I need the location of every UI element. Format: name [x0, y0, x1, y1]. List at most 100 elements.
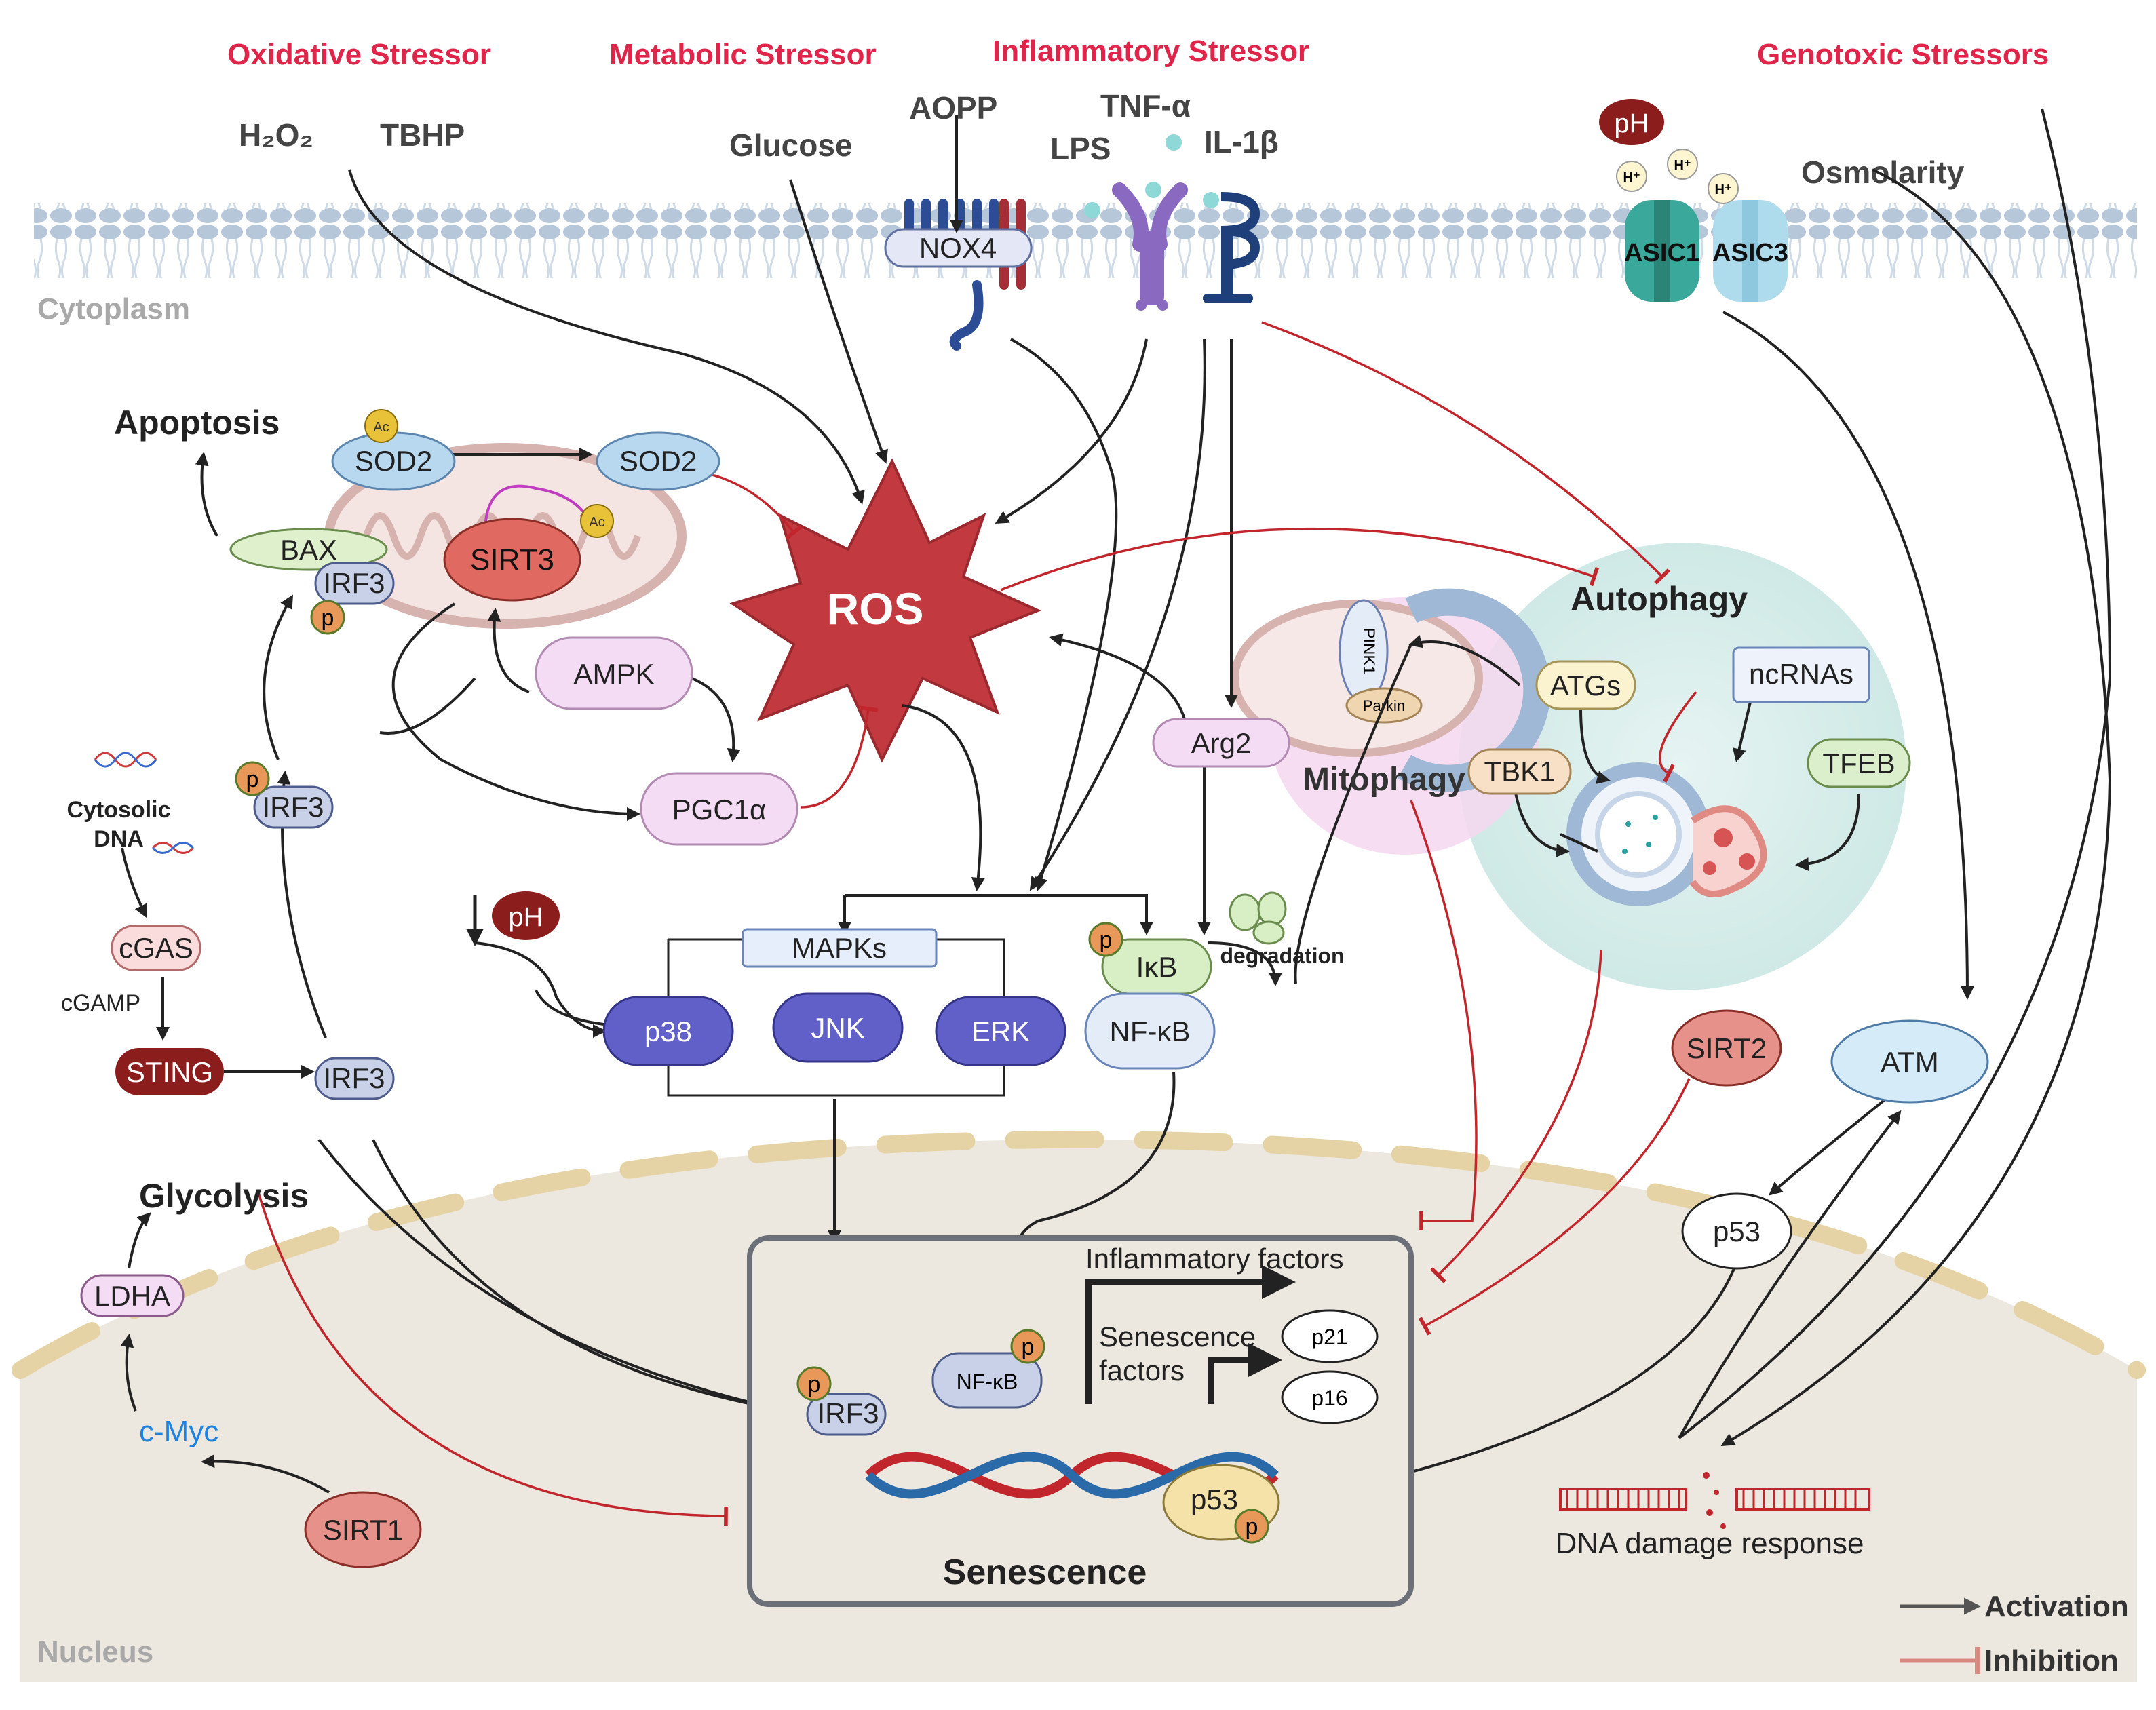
lps-dot-icon [1145, 182, 1161, 198]
irf3-mito-label: IRF3 [323, 567, 385, 599]
h-plus-icon [1616, 161, 1647, 192]
sting-node [115, 1048, 224, 1095]
sod2-acetylated-label: SOD2 [355, 445, 432, 477]
lps-label: LPS [1050, 131, 1111, 166]
degradation-label: degradation [1220, 944, 1344, 968]
pgc1a-node [640, 772, 798, 846]
p38-node [602, 996, 734, 1066]
tnfa-label: TNF-α [1100, 88, 1191, 123]
asic1-label: ASIC1 [1624, 239, 1700, 267]
cgas-node [111, 925, 201, 971]
acetyl-removed-icon [580, 504, 614, 538]
inflammatory-stressor-label: Inflammatory Stressor [993, 35, 1309, 68]
tfeb-node [1807, 738, 1911, 788]
tnf-receptor-icon [1112, 182, 1188, 311]
sirt1-label: SIRT1 [323, 1514, 403, 1546]
bax-node [229, 528, 388, 571]
nuclear-envelope [12, 1130, 2146, 1379]
legend-activation-label: Activation [1984, 1590, 2129, 1623]
ros-burst-icon [729, 458, 1042, 763]
p16-node [1281, 1370, 1379, 1424]
ampk-node [535, 636, 693, 710]
atgs-node [1535, 660, 1636, 710]
activation-arrows [120, 108, 2112, 1507]
ikb-label: IκB [1136, 951, 1178, 983]
senescence-factors-label-line2: factors [1099, 1355, 1185, 1386]
h-plus-icon [1667, 149, 1698, 180]
irf3-nuclear-label: IRF3 [817, 1397, 879, 1429]
phospho-icon [310, 600, 345, 635]
senescence-factors-promoter-icon [1208, 1343, 1282, 1404]
phospho-label: p [1022, 1334, 1035, 1360]
irf3-phospho-label: IRF3 [262, 791, 324, 823]
p21-node [1281, 1309, 1379, 1363]
il1-receptor-icon [1203, 192, 1260, 303]
sirt3-node [443, 518, 581, 602]
nfkb-nuclear-label: NF-κB [957, 1369, 1018, 1394]
h-plus-label: H⁺ [1715, 182, 1732, 197]
oxidative-stressor-label: Oxidative Stressor [227, 38, 491, 71]
atm-node [1830, 1019, 1989, 1104]
aopp-label: AOPP [909, 90, 997, 125]
phagophore-icon [1397, 588, 1551, 792]
tbhp-label: TBHP [380, 117, 465, 153]
ph-top-badge [1599, 99, 1664, 145]
p53-nuclear-label: p53 [1191, 1483, 1238, 1515]
mapks-label: MAPKs [792, 932, 887, 964]
phospho-label: p [322, 605, 334, 631]
erk-node [935, 996, 1066, 1066]
atm-label: ATM [1881, 1046, 1939, 1078]
dna-damage-label: DNA damage response [1556, 1527, 1864, 1560]
arg2-label: Arg2 [1191, 727, 1252, 759]
glucose-label: Glucose [729, 128, 853, 163]
autolysosome-icon [1566, 762, 1767, 906]
apoptosis-label: Apoptosis [114, 404, 280, 442]
phospho-label: p [246, 766, 259, 792]
p53-node [1681, 1192, 1792, 1270]
p53-label: p53 [1713, 1216, 1760, 1247]
bax-label: BAX [280, 534, 337, 566]
jnk-node [772, 992, 904, 1063]
phospho-icon [1234, 1509, 1269, 1544]
degradation-icon [1229, 891, 1287, 945]
jnk-label: JNK [811, 1012, 864, 1044]
ph-mid-badge [492, 891, 560, 940]
irf3-phospho-node [253, 785, 334, 829]
phospho-label: p [1100, 927, 1113, 953]
mapks-node [742, 928, 938, 968]
asic3-label: ASIC3 [1712, 239, 1788, 267]
acetyl-label: Ac [373, 420, 389, 435]
ampk-label: AMPK [573, 658, 654, 690]
ldha-label: LDHA [94, 1280, 170, 1312]
asic3-channel: ASIC3 [1712, 200, 1788, 302]
acetyl-icon [364, 409, 398, 443]
ph-top-label: pH [1614, 109, 1649, 138]
h-plus-label: H⁺ [1674, 158, 1691, 173]
inflammatory-factors-promoter-icon [1085, 1265, 1296, 1404]
senescence-factors-label: Senescence [1099, 1321, 1256, 1353]
metabolic-stressor-label: Metabolic Stressor [609, 38, 877, 71]
nfkb-nuclear-node [931, 1352, 1043, 1409]
sirt2-node [1671, 1009, 1782, 1087]
tnf-dot-icon [1166, 134, 1182, 151]
asic1-channel: ASIC1 [1624, 200, 1700, 302]
phospho-icon [235, 761, 270, 796]
broken-dna-icon [1559, 1472, 1870, 1529]
nox4-label: NOX4 [919, 232, 997, 264]
sod2-label: SOD2 [619, 445, 697, 477]
phospho-icon [1010, 1329, 1045, 1364]
phospho-icon [796, 1366, 832, 1401]
mitophagy-label: Mitophagy [1303, 762, 1465, 798]
ros-label: ROS [826, 583, 923, 634]
genotoxic-stressors-label: Genotoxic Stressors [1757, 38, 2049, 71]
p16-label: p16 [1311, 1386, 1347, 1410]
sod2-node [596, 431, 720, 491]
phospho-label: p [1246, 1514, 1258, 1540]
irf3-node [314, 1057, 395, 1100]
p38-label: p38 [644, 1015, 692, 1047]
erk-label: ERK [971, 1015, 1030, 1047]
il1b-dot-icon [1203, 192, 1219, 208]
inhibition-arrows [256, 321, 1697, 1526]
tbk1-label: TBK1 [1484, 756, 1555, 788]
